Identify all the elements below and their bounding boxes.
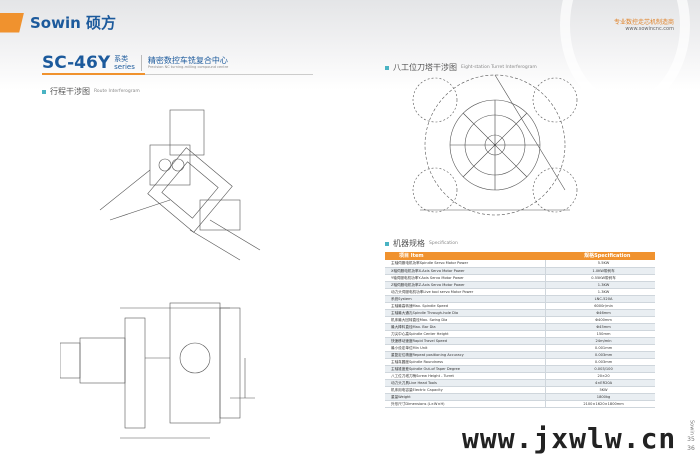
spec-item: 动力头伺服电机功率Live tool servo Motor Power [385, 288, 546, 296]
spec-value: 0.55KW带刹车 [545, 274, 655, 282]
spec-value: Φ45mm [545, 323, 655, 331]
spec-value: 0.003mm [545, 351, 655, 359]
spec-value: Φ400mm [545, 316, 655, 324]
logo-text: Sowin 硕方 [30, 14, 117, 32]
spec-value: 24m/min [545, 337, 655, 345]
spec-value: 6000r/min [545, 302, 655, 310]
watermark: www.jxwlw.cn [462, 422, 677, 455]
spec-value: 1800kg [545, 393, 655, 401]
spec-value: 1.3KW [545, 281, 655, 289]
route-title-en: Route Interferogram [94, 89, 140, 94]
spec-item: 主轴最大通孔Spindle Through-hole Dia [385, 309, 546, 317]
header-item: 项目 Item [385, 252, 546, 260]
spec-value: 1.3KW [545, 288, 655, 296]
spec-value: 20×20 [545, 372, 655, 380]
decor-ring [560, 0, 690, 110]
series-cn: 系类 [114, 55, 129, 63]
section-spec: 机器规格 Specification [385, 238, 458, 249]
turret-interferogram-drawing [412, 74, 578, 216]
spec-value: LNC-520A [545, 295, 655, 303]
spec-item: 主轴伺服电机功率Spindle Servo Motor Power [385, 260, 546, 268]
title-underline [42, 73, 313, 75]
spec-item: 机床最大回转直径Max. Swing Dia [385, 316, 546, 324]
slogan: 专业数控走芯机制造商 [613, 19, 674, 26]
spec-value: 5KW [545, 386, 655, 394]
logo: Sowin 硕方 [0, 12, 116, 33]
page-label: Sowin [688, 420, 695, 435]
table-row: 外形尺寸Dimensions (L×W×H)2100×1620×1800mm [385, 400, 655, 408]
spec-value: 1.0KW带刹车 [545, 267, 655, 275]
header-spec: 规格Specification [545, 252, 655, 260]
spec-title-en: Specification [429, 241, 458, 246]
series-en: series [114, 63, 135, 71]
model-name: SC-46Y [42, 53, 111, 73]
spec-value: 150mm [545, 330, 655, 338]
title-cn: 精密数控车铣复合中心 [147, 56, 228, 65]
spec-item: 机床用电容量Electric Capacity [385, 386, 546, 394]
spec-item: 系统System [385, 295, 546, 303]
spec-item: 重复定位精度Repeat positioning Accuracy [385, 351, 546, 359]
spec-value: 2100×1620×1800mm [545, 400, 655, 408]
spec-item: 最大棒料直径Max. Bar Dia [385, 323, 546, 331]
spec-item: 八工位刀塔刀柄Screw Height - Turret [385, 372, 546, 380]
spec-item: 主轴锥度差Spindle Out-of Taper Degree [385, 365, 546, 373]
spec-value: 4×ER20A [545, 379, 655, 387]
website: www.sowincnc.com [625, 26, 674, 32]
spec-item: 动力头刀具Live Head Tools [385, 379, 546, 387]
route-title: 行程干涉图 [50, 87, 90, 96]
spec-value: 0.003/100 [545, 365, 655, 373]
route-interferogram-drawing [99, 109, 261, 261]
turret-title-en: Eight-station Turret Interferogram [461, 65, 537, 70]
spec-value: 0.001mm [545, 344, 655, 352]
title-en: Precision NC turning-milling compound ce… [147, 65, 229, 69]
spec-title: 机器规格 [393, 239, 425, 248]
spec-item: 快速移动速度Rapid Travel Speed [385, 337, 546, 345]
spec-value: 5.5KW [545, 260, 655, 268]
page-right: 36 [687, 444, 695, 452]
page-left: 35 [687, 435, 695, 443]
spec-item: 外形尺寸Dimensions (L×W×H) [385, 400, 546, 408]
spec-item: Y轴伺服电机功率Y-Axis Servo Motor Power [385, 274, 546, 282]
spec-item: 主轴最高转速Max. Spindle Speed [385, 302, 546, 310]
spec-item: 最小设定单位Min Unit [385, 344, 546, 352]
spec-item: X轴伺服电机功率X-Axis Servo Motor Power [385, 267, 546, 275]
spec-item: 主轴真圆度Spindle Roundness [385, 358, 546, 366]
spec-item: Z轴伺服电机功率Z-Axis Servo Motor Power [385, 281, 546, 289]
section-route: 行程干涉图 Route Interferogram [42, 86, 140, 97]
turret-title: 八工位刀塔干涉图 [393, 63, 457, 72]
spec-item: 重量Weight [385, 393, 546, 401]
spec-item: 刀尖中心高Spindle Center Height [385, 330, 546, 338]
spec-value: 0.003mm [545, 358, 655, 366]
side-view-drawing [60, 302, 255, 439]
section-turret: 八工位刀塔干涉图 Eight-station Turret Interferogr… [385, 62, 537, 73]
spec-value: Φ46mm [545, 309, 655, 317]
